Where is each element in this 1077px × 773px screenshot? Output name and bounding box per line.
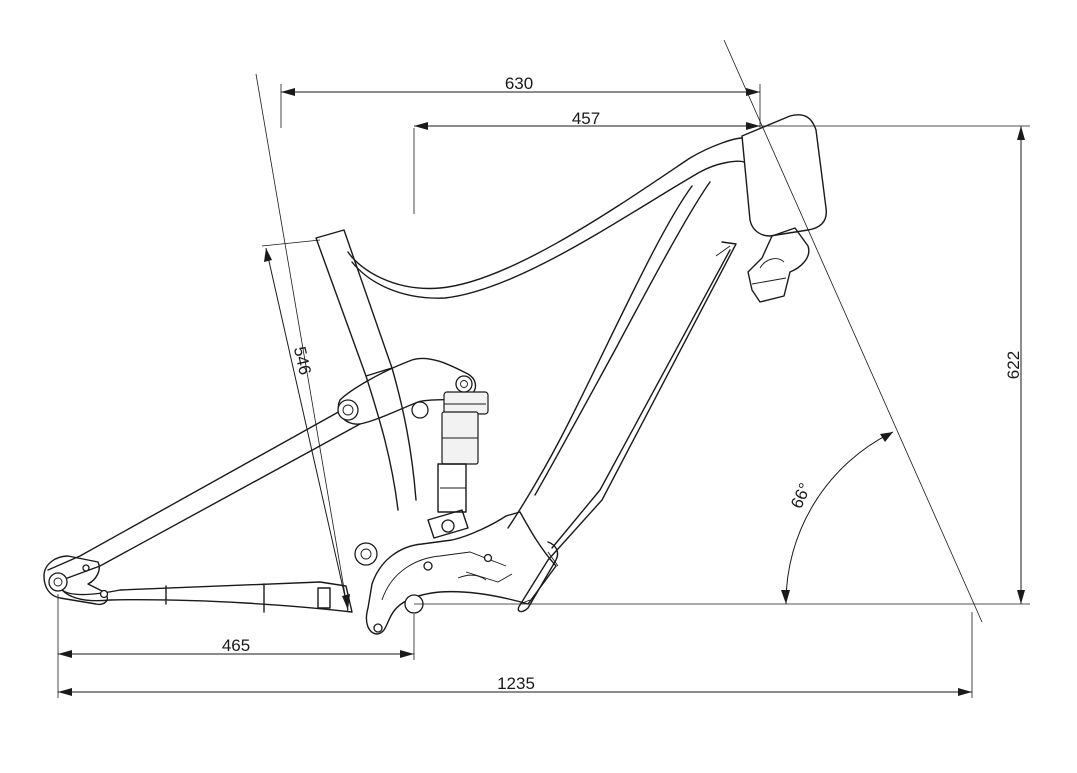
pivots: [48, 375, 493, 633]
main-pivot-icon: [354, 542, 378, 566]
shock-mount-bottom-icon: [441, 519, 455, 533]
bike-frame: [43, 114, 827, 635]
dim-630-label: 630: [505, 74, 533, 93]
dim-457-label: 457: [572, 109, 600, 128]
seat-stay: [47, 409, 361, 581]
dim-1235-label: 1235: [497, 674, 535, 693]
seat-tube-axis: [255, 73, 349, 613]
top-tube: [347, 137, 745, 299]
rocker-end-pivot-icon: [455, 375, 473, 393]
dim-465-label: 465: [222, 636, 250, 655]
head-tube: [741, 114, 827, 237]
shock-reservoir: [443, 391, 489, 415]
dimension-457: 457: [413, 109, 760, 214]
rocker-pivot-icon: [337, 399, 359, 421]
steering-axis: [723, 39, 983, 623]
construction-lines: [255, 39, 983, 623]
seat-tube: [315, 229, 417, 511]
dimension-630: 630: [280, 74, 761, 128]
dimension-546: 546: [261, 239, 350, 611]
lower-headset: [747, 227, 810, 303]
shock-mount-top-icon: [411, 401, 429, 419]
dim-66-label: 66°: [787, 480, 815, 511]
rear-axle-icon: [48, 572, 68, 592]
battery-cover: [517, 241, 737, 613]
dimension-1235: 1235: [58, 612, 973, 698]
bottom-bracket-area: [365, 511, 557, 635]
down-tube: [507, 181, 711, 529]
dimension-622: 622: [760, 125, 1030, 605]
dimension-66-angle: 66°: [781, 431, 894, 605]
rear-shock: [427, 391, 489, 539]
dim-622-label: 622: [1004, 351, 1023, 379]
dimension-465: 465: [57, 594, 415, 698]
chainstay: [61, 581, 353, 613]
rear-dropout: [43, 555, 108, 606]
